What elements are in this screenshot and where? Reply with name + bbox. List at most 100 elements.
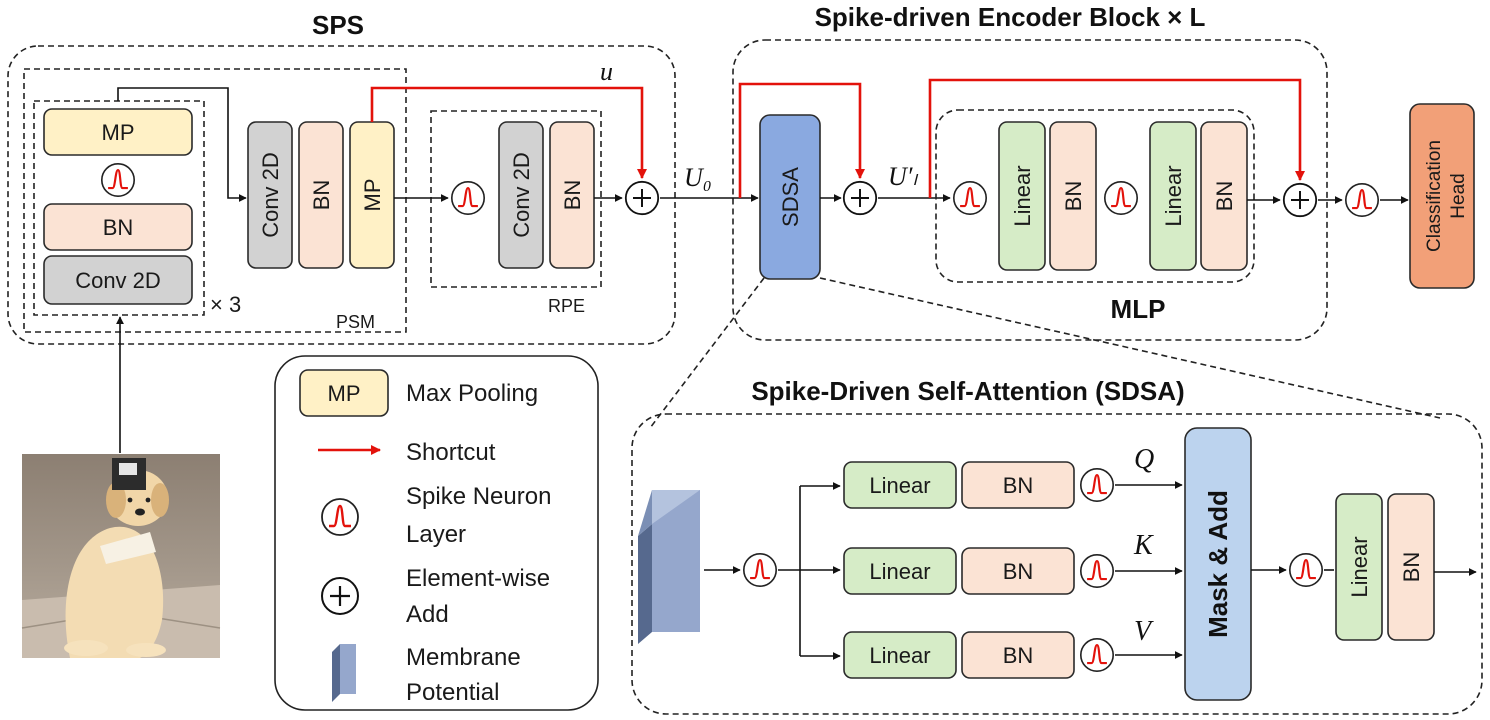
v-bn-block xyxy=(961,631,1075,679)
legend-spike-text-2: Layer xyxy=(406,521,466,548)
sps-panel xyxy=(7,45,676,345)
out-linear-block xyxy=(1335,493,1383,641)
legend-add-text-1: Element-wise xyxy=(406,565,550,592)
psm-bn-label: BN xyxy=(309,180,334,211)
sdsa-block xyxy=(759,114,821,280)
k-label: K xyxy=(1133,530,1154,561)
rpe-bn-label: BN xyxy=(560,180,585,211)
sps-skip-arrow xyxy=(117,87,247,202)
psm-box xyxy=(23,68,407,333)
q-label: Q xyxy=(1134,444,1154,475)
encoder-input-label: U₀ xyxy=(684,163,712,192)
rpe-box xyxy=(430,110,602,288)
q-bn-label: BN xyxy=(1003,473,1034,498)
psm-conv-block xyxy=(247,121,293,269)
stack-mp-label: MP xyxy=(102,120,135,145)
out-bn-block xyxy=(1387,493,1435,641)
stack-box xyxy=(33,100,205,316)
classification-head-block xyxy=(1409,103,1475,289)
encoder-mid-label: U′ₗ xyxy=(888,162,918,191)
v-label: V xyxy=(1134,616,1154,647)
out-spike-neuron-icon xyxy=(1288,552,1324,588)
membrane-potential-icon xyxy=(638,490,700,644)
encoder-shortcut-arrow-1 xyxy=(738,82,865,198)
mlp-box xyxy=(935,109,1255,283)
legend-add-text-2: Add xyxy=(406,601,449,628)
psm-conv-label: Conv 2D xyxy=(258,152,283,238)
k-linear-label: Linear xyxy=(869,559,930,584)
psm-mp-label: MP xyxy=(360,179,385,212)
sdsa-spike-neuron-icon xyxy=(742,552,778,588)
mlp-linear2-label: Linear xyxy=(1161,165,1186,226)
head-spike-neuron-icon xyxy=(1344,182,1380,218)
mlp-spike-neuron-icon-2 xyxy=(1103,180,1139,216)
k-spike-neuron-icon xyxy=(1079,553,1115,589)
v-bn-label: BN xyxy=(1003,643,1034,668)
legend-membrane-text-2: Potential xyxy=(406,679,499,706)
mlp-bn1-block xyxy=(1049,121,1097,271)
stack-repeat-label: × 3 xyxy=(210,292,241,317)
legend-mp-swatch-label: MP xyxy=(328,381,361,406)
mlp-linear1-block xyxy=(998,121,1046,271)
k-bn-block xyxy=(961,547,1075,595)
mlp-linear1-label: Linear xyxy=(1010,165,1035,226)
zoom-line-left xyxy=(649,277,765,429)
stack-conv-block xyxy=(43,255,193,305)
legend-membrane-icon xyxy=(332,644,356,702)
legend-mp-swatch xyxy=(299,369,389,417)
mlp-bn2-label: BN xyxy=(1212,181,1237,212)
v-linear-block xyxy=(843,631,957,679)
rpe-bn-block xyxy=(549,121,595,269)
sdsa-title: Spike-Driven Self-Attention (SDSA) xyxy=(751,376,1184,406)
mlp-spike-neuron-icon-1 xyxy=(952,180,988,216)
stack-mp-block xyxy=(43,108,193,156)
q-spike-neuron-icon xyxy=(1079,467,1115,503)
rpe-conv-block xyxy=(498,121,544,269)
legend-mp-text: Max Pooling xyxy=(406,380,538,407)
sps-shortcut-arrow xyxy=(370,86,647,179)
legend-panel xyxy=(274,355,599,711)
sps-shortcut-label: u xyxy=(600,57,613,86)
input-dog-image xyxy=(21,454,221,658)
encoder-add1-icon xyxy=(842,180,878,216)
psm-label: PSM xyxy=(336,312,375,332)
q-linear-label: Linear xyxy=(869,473,930,498)
legend-shortcut-text: Shortcut xyxy=(406,439,496,466)
mlp-bn2-block xyxy=(1200,121,1248,271)
v-spike-neuron-icon xyxy=(1079,637,1115,673)
mask-add-label: Mask & Add xyxy=(1203,490,1233,638)
out-bn-label: BN xyxy=(1399,552,1424,583)
sps-title: SPS xyxy=(312,10,364,40)
classification-head-label-1: Classification xyxy=(1424,140,1445,252)
sdsa-panel xyxy=(631,413,1483,715)
legend-membrane-text-1: Membrane xyxy=(406,644,521,671)
psm-bn-block xyxy=(298,121,344,269)
sps-add-icon xyxy=(624,180,660,216)
mask-add-block xyxy=(1184,427,1252,701)
mlp-bn1-label: BN xyxy=(1061,181,1086,212)
rpe-conv-label: Conv 2D xyxy=(509,152,534,238)
legend-add-icon xyxy=(320,576,360,616)
sdsa-block-label: SDSA xyxy=(778,167,803,227)
stack-spike-neuron-icon xyxy=(100,162,136,198)
k-bn-label: BN xyxy=(1003,559,1034,584)
encoder-shortcut-arrow-2 xyxy=(928,78,1305,198)
stack-conv-label: Conv 2D xyxy=(75,268,161,293)
k-linear-block xyxy=(843,547,957,595)
v-linear-label: Linear xyxy=(869,643,930,668)
q-linear-block xyxy=(843,461,957,509)
legend-spike-neuron-icon xyxy=(320,497,360,537)
mlp-linear2-block xyxy=(1149,121,1197,271)
zoom-line-right xyxy=(819,277,1441,419)
rpe-label: RPE xyxy=(548,296,585,316)
stack-bn-label: BN xyxy=(103,215,134,240)
rpe-spike-neuron-icon xyxy=(450,180,486,216)
legend-spike-text-1: Spike Neuron xyxy=(406,483,551,510)
stack-bn-block xyxy=(43,203,193,251)
encoder-title: Spike-driven Encoder Block × L xyxy=(815,2,1206,32)
classification-head-label-2: Head xyxy=(1448,173,1469,218)
out-linear-label: Linear xyxy=(1347,536,1372,597)
encoder-add2-icon xyxy=(1282,182,1318,218)
mlp-label: MLP xyxy=(1111,294,1166,324)
